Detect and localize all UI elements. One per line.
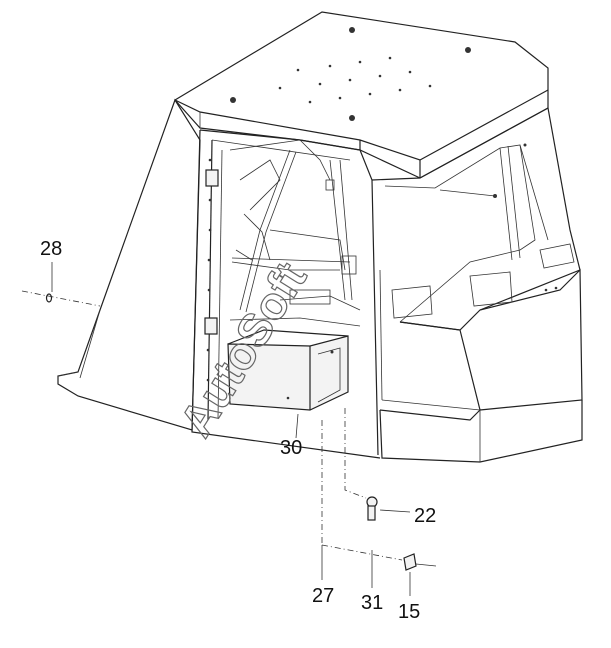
- callout-31: 31: [361, 592, 383, 614]
- upper-hinge: [205, 169, 219, 187]
- part-15-clip: [403, 553, 437, 571]
- cab-left-wall: [57, 98, 201, 431]
- part-28-grommet: [45, 293, 53, 303]
- callout-28: 28: [40, 238, 62, 260]
- part-30-box: [227, 329, 349, 411]
- part-22-fitting: [366, 496, 411, 521]
- callout-27: 27: [312, 585, 334, 607]
- callout-30: 30: [280, 437, 302, 459]
- lower-hinge: [204, 317, 218, 335]
- roof-bolt-pattern: [278, 56, 432, 104]
- hinge-bolts: [206, 158, 212, 382]
- callout-22: 22: [414, 505, 436, 527]
- cab-base: [379, 400, 583, 463]
- leader-lines: [21, 262, 411, 596]
- door-frame: [191, 129, 381, 459]
- cab-interior: [229, 139, 361, 327]
- callout-15: 15: [398, 601, 420, 623]
